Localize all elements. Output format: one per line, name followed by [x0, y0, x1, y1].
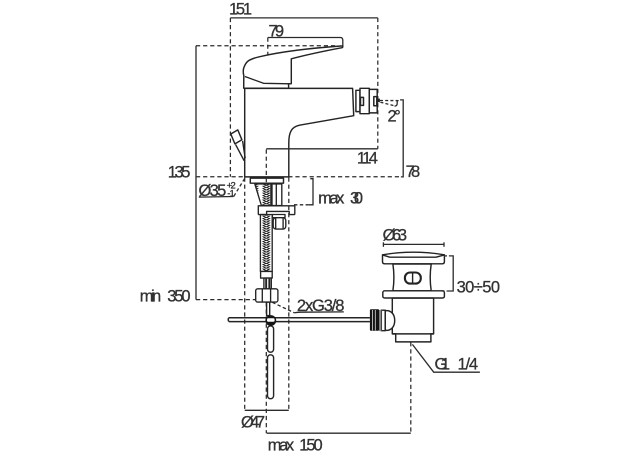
svg-text:350: 350	[167, 288, 190, 306]
svg-text:151: 151	[229, 1, 252, 19]
svg-text:2°: 2°	[388, 107, 401, 125]
svg-text:Ø63: Ø63	[383, 226, 407, 244]
svg-text:30: 30	[350, 189, 363, 207]
svg-text:114: 114	[357, 149, 378, 167]
svg-text:Ø35: Ø35	[199, 182, 227, 200]
svg-text:-1: -1	[227, 189, 235, 200]
svg-text:2xG3/8: 2xG3/8	[297, 297, 345, 315]
svg-text:78: 78	[406, 163, 421, 181]
svg-text:max: max	[318, 189, 345, 207]
svg-text:150: 150	[299, 437, 322, 455]
svg-text:1/4: 1/4	[458, 356, 479, 374]
svg-text:max: max	[268, 437, 295, 455]
svg-text:79: 79	[269, 22, 285, 40]
svg-text:30÷50: 30÷50	[457, 279, 500, 297]
svg-text:G1: G1	[435, 356, 451, 374]
svg-text:Ø47: Ø47	[241, 414, 265, 432]
svg-text:135: 135	[168, 164, 191, 182]
svg-text:+2: +2	[227, 180, 236, 191]
svg-text:min: min	[140, 288, 161, 306]
